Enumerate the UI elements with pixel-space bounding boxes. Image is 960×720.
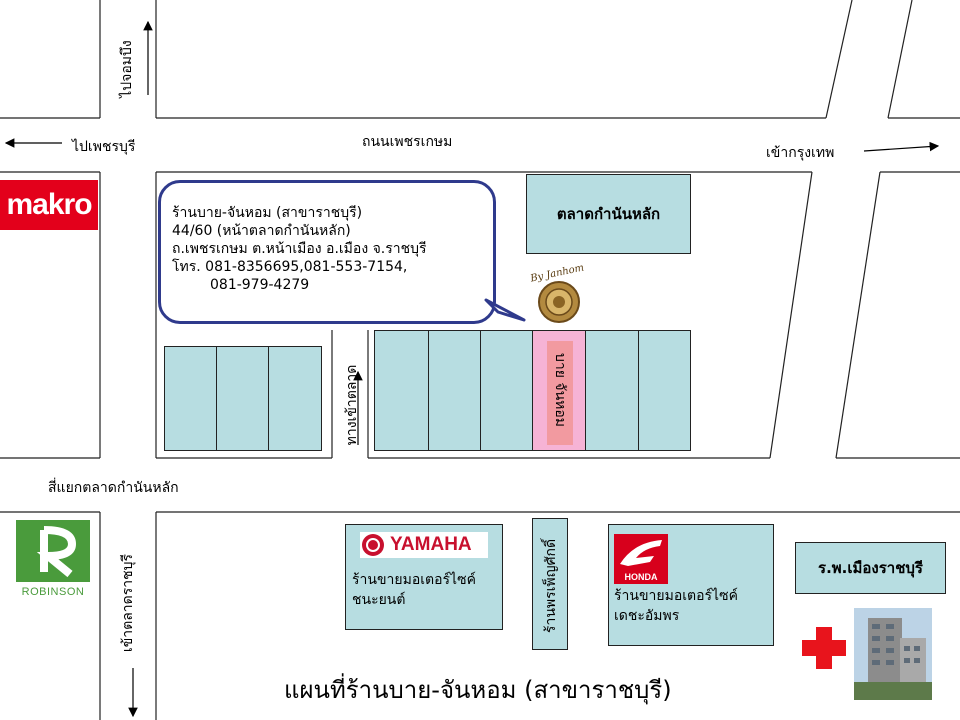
- building-block: [480, 330, 533, 451]
- hospital-label: ร.พ.เมืองราชบุรี: [818, 559, 923, 577]
- road-label-to-ratchaburi-market: เข้าตลาดราชบุรี: [120, 553, 136, 653]
- address-line-3: ถ.เพชรเกษม ต.หน้าเมือง อ.เมือง จ.ราชบุรี: [172, 241, 427, 257]
- road-label-to-chombueng: ไปจอมบึง: [119, 40, 135, 98]
- shop-location: บาย จันหอม: [532, 330, 586, 451]
- hospital-cross-icon: [802, 627, 846, 669]
- honda-logo-text: HONDA: [624, 572, 658, 582]
- building-block: [585, 330, 640, 451]
- market-box: ตลาดกำนันหลัก: [526, 174, 691, 254]
- road-label-market-entrance: ทางเข้าตลาด: [344, 364, 360, 446]
- building-block: [638, 330, 691, 451]
- address-line-4: โทร. 081-8356695,081-553-7154,: [172, 259, 408, 275]
- building-block: [428, 330, 481, 451]
- road-label-main: ถนนเพชรเกษม: [362, 134, 453, 150]
- building-block: [374, 330, 429, 451]
- road-label-to-phetchaburi: ไปเพชรบุรี: [72, 139, 136, 155]
- yamaha-shop-label: ร้านขายมอเตอร์ไซค์ ชนะยนต์: [352, 572, 476, 608]
- makro-logo: makro: [0, 180, 98, 230]
- address-line-1: ร้านบาย-จันหอม (สาขาราชบุรี): [172, 205, 363, 221]
- address-line-2: 44/60 (หน้าตลาดกำนันหลัก): [172, 223, 351, 239]
- hospital-building-photo: [854, 608, 932, 700]
- road-edge: [887, 0, 913, 119]
- road-edge: [825, 0, 853, 119]
- honda-shop-label: ร้านขายมอเตอร์ไซค์ เดชะอัมพร: [614, 588, 738, 624]
- arrow-to-bangkok: [863, 141, 940, 152]
- callout-pointer: [484, 298, 526, 322]
- phonsak-shop-label: ร้านพรเพ็ญศักดิ์: [543, 538, 559, 634]
- yamaha-emblem-icon: [362, 534, 384, 556]
- shop-location-marker: [547, 341, 573, 445]
- road-edge: [835, 171, 881, 459]
- building-block: [216, 346, 269, 451]
- honda-wing-icon: [620, 540, 662, 566]
- market-label: ตลาดกำนันหลัก: [556, 205, 661, 223]
- makro-logo-text: makro: [6, 188, 92, 221]
- shop-location-label: บาย จันหอม: [552, 352, 568, 428]
- hospital-box: ร.พ.เมืองราชบุรี: [795, 542, 946, 594]
- address-callout: [158, 180, 496, 324]
- road-label-intersection: สี่แยกตลาดกำนันหลัก: [48, 480, 179, 496]
- yamaha-logo: YAMAHA: [360, 532, 488, 558]
- map-title: แผนที่ร้านบาย-จันหอม (สาขาราชบุรี): [284, 676, 672, 704]
- shop-brand-logo: By Janhom: [526, 262, 592, 330]
- robinson-logo: ROBINSON: [14, 518, 92, 602]
- honda-logo: HONDA: [614, 534, 668, 584]
- phonsak-shop-box: ร้านพรเพ็ญศักดิ์: [532, 518, 568, 650]
- address-text: ร้านบาย-จันหอม (สาขาราชบุรี) 44/60 (หน้า…: [172, 204, 427, 294]
- building-block: [164, 346, 217, 451]
- road-label-to-bangkok: เข้ากรุงเทพ: [766, 145, 835, 161]
- building-block: [268, 346, 322, 451]
- address-line-5: 081-979-4279: [210, 277, 310, 293]
- robinson-logo-text: ROBINSON: [21, 586, 85, 598]
- road-edge: [769, 171, 813, 459]
- yamaha-logo-text: YAMAHA: [390, 534, 472, 555]
